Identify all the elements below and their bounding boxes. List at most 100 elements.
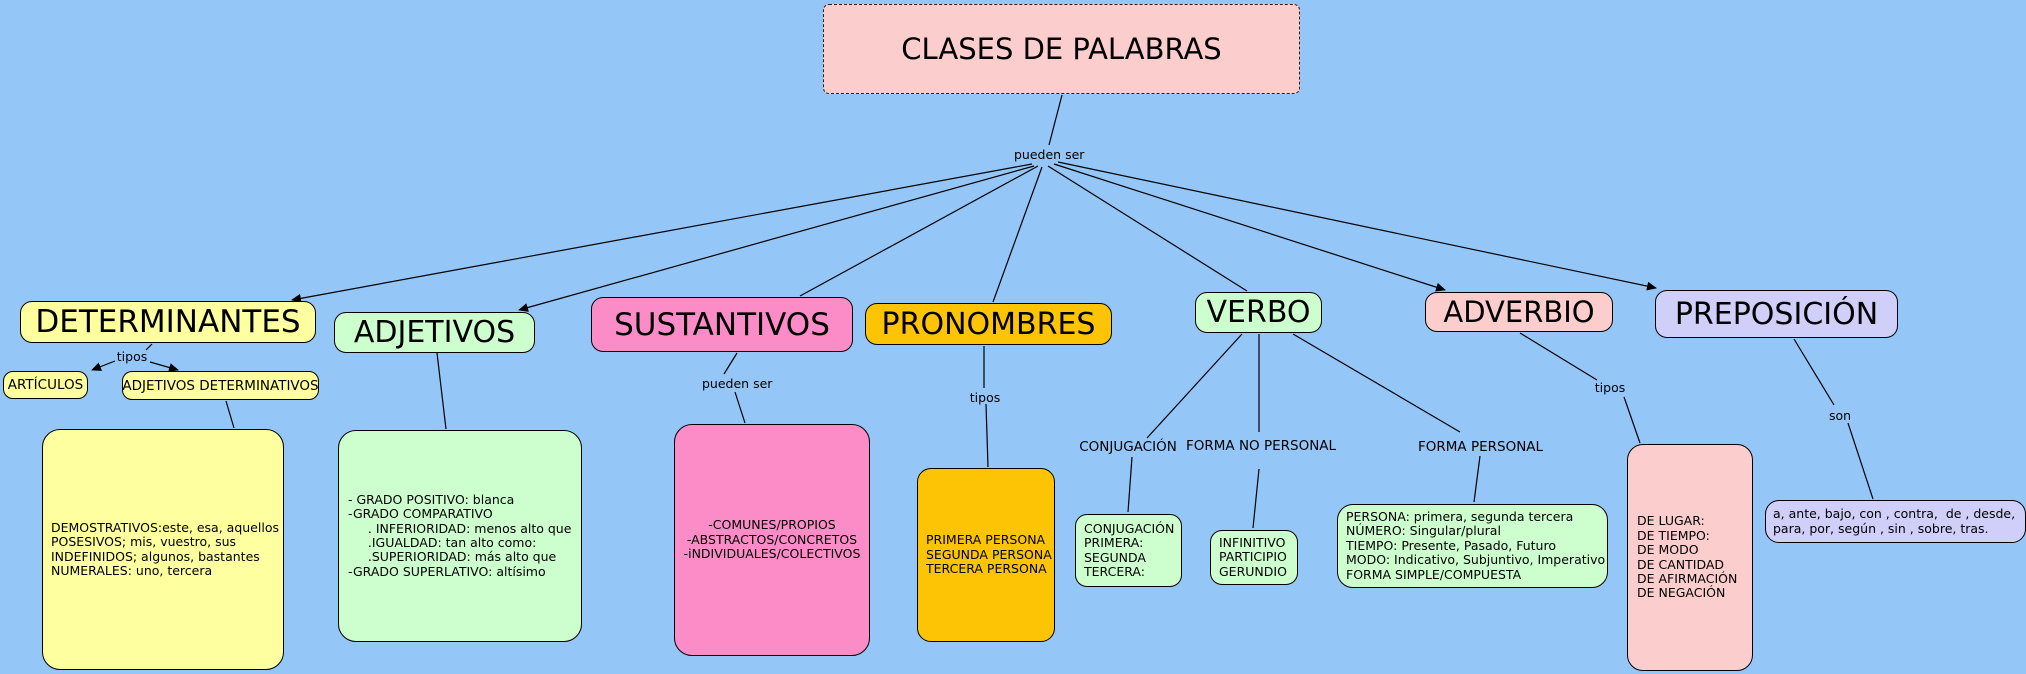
node-sustantivos-detail[interactable]: -COMUNES/PROPIOS -ABSTRACTOS/CONCRETOS -… [674,424,870,656]
detail-line: MODO: Indicativo, Subjuntivo, Imperativo [1346,552,1606,568]
node-preposicion-label: PREPOSICIÓN [1674,296,1879,332]
edge-conjugacion-detail [1127,456,1133,513]
node-determinantes[interactable]: DETERMINANTES [20,301,316,343]
edge-adverbio-detail [1623,396,1641,444]
edge-root-determinantes [291,163,1033,303]
edge-root-sustantivos [799,165,1039,297]
detail-line: DE MODO [1637,542,1699,558]
node-adjetivos-label: ADJETIVOS [353,315,516,350]
link-label-tipos-adverbio: tipos [1594,380,1626,395]
node-preposicion[interactable]: PREPOSICIÓN [1655,290,1898,338]
edge-adjdet-detail [225,400,235,429]
detail-line: -GRADO COMPARATIVO [348,506,493,522]
edge-root-pronombres [992,166,1043,303]
link-label-tipos-pronombres: tipos [969,390,1001,405]
detail-line: DEMOSTRATIVOS:este, esa, aquellos [51,519,279,535]
detail-line: .IGUALDAD: tan alto como: [348,535,537,550]
edge-sustantivos-label [723,352,738,375]
detail-line: SEGUNDA [1084,549,1146,565]
detail-line: GERUNDIO [1219,563,1287,579]
node-adverbio-label: ADVERBIO [1443,295,1595,329]
edge-preposicion-label [1793,338,1835,406]
detail-line: CONJUGACIÓN [1084,520,1175,536]
edge-tipos-articulos [91,360,116,371]
node-determinantes-detail[interactable]: DEMOSTRATIVOS:este, esa, aquellos POSESI… [42,429,284,670]
node-conjugacion-detail[interactable]: CONJUGACIÓN PRIMERA: SEGUNDA TERCERA: [1075,514,1182,587]
edge-verbo-fp-label [1292,333,1461,433]
link-label-pueden-ser-sustantivos: pueden ser [702,376,773,391]
detail-line: INFINITIVO [1219,534,1286,550]
node-adjetivos-detail[interactable]: - GRADO POSITIVO: blanca -GRADO COMPARAT… [338,430,582,642]
detail-line: TIEMPO: Presente, Pasado, Futuro [1346,537,1556,553]
detail-line: -ABSTRACTOS/CONCRETOS [686,531,858,547]
detail-line: a, ante, bajo, con , contra, de , desde, [1773,506,2016,522]
edge-preposicion-detail [1847,422,1874,500]
node-pronombres-detail[interactable]: PRIMERA PERSONA SEGUNDA PERSONA TERCERA … [917,468,1055,642]
node-adjetivos[interactable]: ADJETIVOS [334,312,535,353]
node-pronombres[interactable]: PRONOMBRES [865,303,1112,345]
detail-line: TERCERA PERSONA [926,561,1047,577]
detail-line: para, por, según , sin , sobre, tras. [1773,520,1989,536]
node-pronombres-label: PRONOMBRES [881,306,1096,342]
root-node-label: CLASES DE PALABRAS [901,32,1222,66]
detail-line: DE NEGACIÓN [1637,585,1726,601]
node-verbo-label: VERBO [1206,295,1311,330]
node-articulos[interactable]: ARTÍCULOS [3,371,88,399]
detail-line: SEGUNDA PERSONA [926,546,1052,562]
node-forma-no-personal-detail[interactable]: INFINITIVO PARTICIPIO GERUNDIO [1210,530,1298,585]
link-label-son-preposicion: son [1828,408,1852,423]
node-adverbio-detail[interactable]: DE LUGAR: DE TIEMPO: DE MODO DE CANTIDAD… [1627,444,1753,671]
node-verbo[interactable]: VERBO [1195,292,1322,333]
detail-line: -GRADO SUPERLATIVO: altísimo [348,563,546,579]
edge-root-stem [1048,94,1063,146]
detail-line: POSESIVOS; mis, vuestro, sus [51,534,237,550]
detail-line: DE AFIRMACIÓN [1637,570,1738,586]
detail-line: DE TIEMPO: [1637,527,1710,543]
edge-fnp-detail [1252,468,1260,529]
node-adjetivos-determinativos[interactable]: ADJETIVOS DETERMINATIVOS [122,371,319,400]
detail-line: INDEFINIDOS; algunos, bastantes [51,548,260,564]
detail-line: NÚMERO: Singular/plural [1346,523,1501,539]
edge-adverbio-label [1519,332,1598,381]
edge-determinantes-tipos [145,343,153,351]
detail-line: DE LUGAR: [1637,513,1705,529]
node-adverbio[interactable]: ADVERBIO [1425,292,1613,332]
detail-line: -COMUNES/PROPIOS [708,517,836,533]
detail-line: - GRADO POSITIVO: blanca [348,491,515,507]
detail-line: .SUPERIORIDAD: más alto que [348,549,557,565]
node-sustantivos[interactable]: SUSTANTIVOS [591,297,853,352]
edge-root-preposicion [1057,161,1657,291]
edge-verbo-conjugacion-label [1146,333,1243,439]
detail-line: PARTICIPIO [1219,549,1287,565]
detail-line: -iNDIVIDUALES/COLECTIVOS [683,546,861,562]
link-label-pueden-ser-root: pueden ser [1014,147,1085,162]
detail-line: PRIMERA PERSONA [926,532,1046,548]
node-preposicion-detail[interactable]: a, ante, bajo, con , contra, de , desde,… [1765,500,2026,543]
edge-tipos-adjetivos-determinativos [149,361,179,372]
detail-line: PRIMERA: [1084,535,1144,551]
detail-line: DE CANTIDAD [1637,556,1725,572]
link-label-conjugacion: CONJUGACIÓN [1079,439,1177,455]
edge-root-adjetivos [518,165,1035,312]
node-sustantivos-label: SUSTANTIVOS [614,306,830,343]
detail-line: PERSONA: primera, segunda tercera [1346,508,1574,524]
edge-fp-detail [1473,455,1481,503]
node-forma-personal-detail[interactable]: PERSONA: primera, segunda tercera NÚMERO… [1337,504,1608,588]
edge-sustantivos-detail [734,391,746,424]
node-adjetivos-determinativos-label: ADJETIVOS DETERMINATIVOS [122,377,319,394]
link-label-forma-personal: FORMA PERSONAL [1418,439,1544,455]
edge-root-verbo [1047,165,1248,292]
detail-line: NUMERALES: uno, tercera [51,562,213,578]
root-node-clases-de-palabras[interactable]: CLASES DE PALABRAS [823,4,1300,94]
link-label-forma-no-personal: FORMA NO PERSONAL [1186,438,1337,454]
edge-pronombres-detail [985,403,989,468]
link-label-tipos-determinantes: tipos [116,349,148,364]
detail-line: . INFERIORIDAD: menos alto que [348,520,572,536]
detail-line: FORMA SIMPLE/COMPUESTA [1346,566,1522,582]
detail-line: TERCERA: [1084,563,1145,579]
node-determinantes-label: DETERMINANTES [35,304,301,340]
edge-root-adverbio [1053,163,1446,292]
node-articulos-label: ARTÍCULOS [7,377,84,393]
